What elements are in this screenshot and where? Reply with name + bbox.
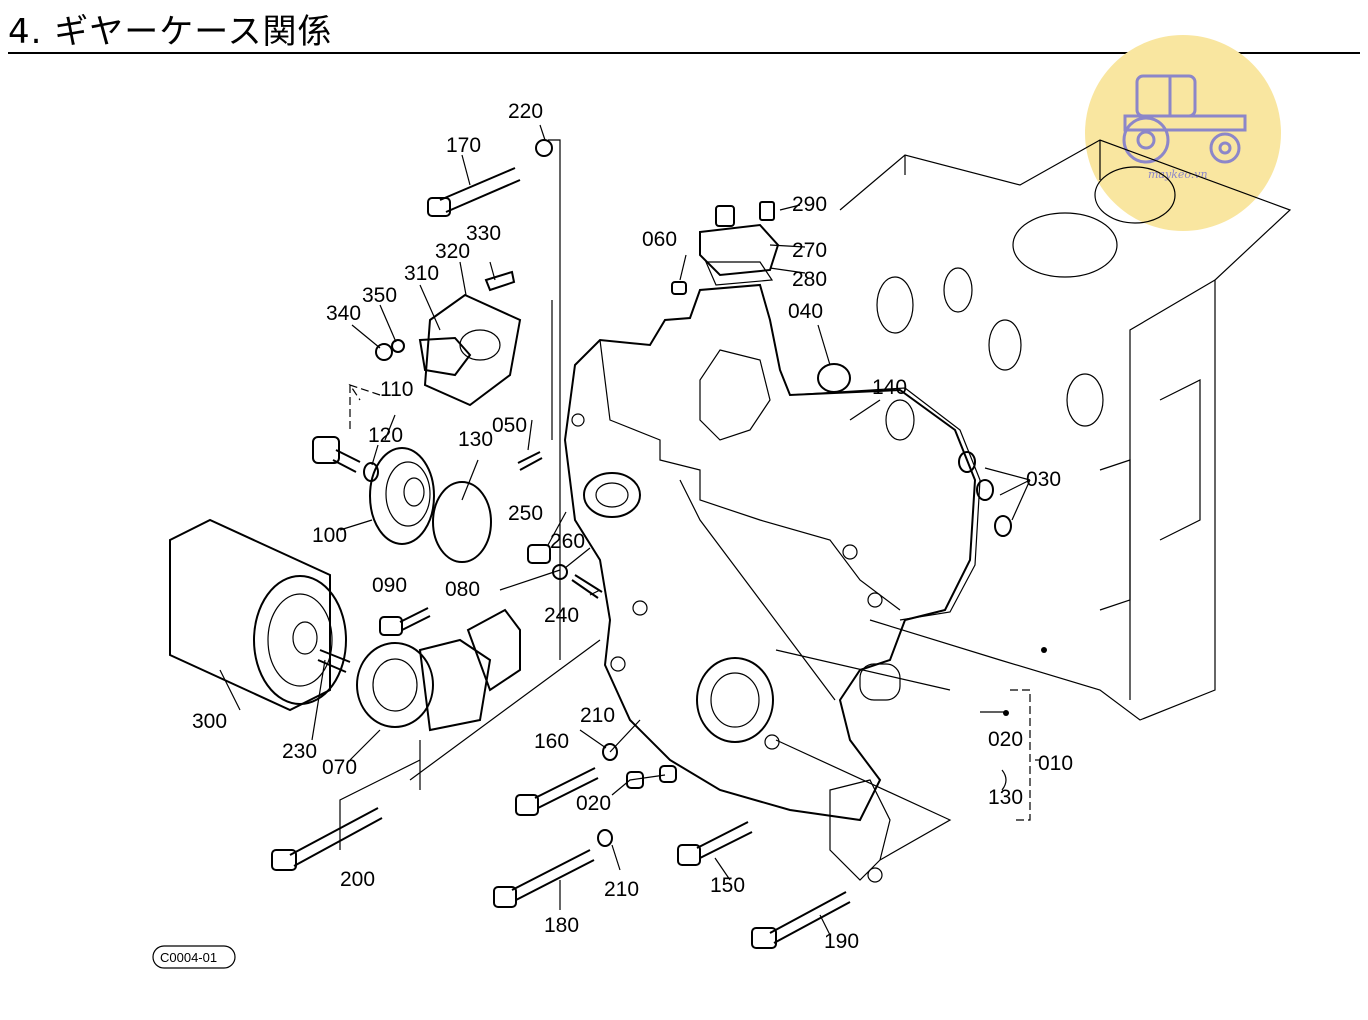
nut-340 [375, 339, 405, 361]
label-230: 230 [282, 740, 317, 763]
pin-050 [517, 451, 543, 471]
orings-030 [958, 451, 1012, 537]
footer-code: C0004-01 [152, 945, 236, 969]
oring-040 [817, 363, 851, 393]
filter-head-070 [356, 608, 521, 732]
label-010: 010 [1038, 752, 1073, 775]
plugs-020 [626, 765, 677, 789]
label-350: 350 [362, 284, 397, 307]
bolt-150 [677, 821, 753, 866]
pin-060 [671, 281, 687, 295]
label-210a: 210 [580, 704, 615, 727]
label-180: 180 [544, 914, 579, 937]
bolt-170 [427, 139, 553, 217]
label-210b: 210 [604, 878, 639, 901]
bolt-200 [271, 807, 383, 871]
label-100: 100 [312, 524, 347, 547]
bolt-190 [751, 891, 851, 949]
bracket-270 [699, 201, 780, 286]
label-080: 080 [445, 578, 480, 601]
label-130: 130 [458, 428, 493, 451]
cover-100 [369, 447, 435, 545]
label-120: 120 [368, 424, 403, 447]
label-320: 320 [435, 240, 470, 263]
washer-210b [597, 829, 613, 847]
bolt-160 [515, 767, 599, 816]
label-020a: 020 [576, 792, 611, 815]
engine-block [839, 139, 1292, 721]
label-040: 040 [788, 300, 823, 323]
gasket-140 [789, 387, 981, 621]
label-070: 070 [322, 756, 357, 779]
oil-filter-300 [169, 518, 351, 712]
label-250: 250 [508, 502, 543, 525]
label-130b: 130 [988, 786, 1023, 809]
label-260: 260 [550, 530, 585, 553]
bolt-090 [379, 607, 431, 636]
label-060: 060 [642, 228, 677, 251]
footer-code-text: C0004-01 [160, 950, 217, 965]
label-090: 090 [372, 574, 407, 597]
logo: maykeo.vn [1085, 35, 1281, 231]
gear-case [563, 283, 977, 883]
label-190: 190 [824, 930, 859, 953]
label-110: 110 [380, 378, 413, 401]
logo-text: maykeo.vn [1148, 168, 1208, 181]
bolt-180 [493, 849, 595, 908]
cover-310 [418, 270, 522, 407]
label-330: 330 [466, 222, 501, 245]
bolt-110 [312, 436, 379, 482]
label-200: 200 [340, 868, 375, 891]
label-270: 270 [792, 239, 827, 262]
label-280: 280 [792, 268, 827, 291]
washer-210a [602, 743, 618, 761]
page-title: 4. ギヤーケース関係 [8, 12, 333, 52]
label-160: 160 [534, 730, 569, 753]
label-340: 340 [326, 302, 361, 325]
leader-lines [219, 124, 1047, 936]
label-150: 150 [710, 874, 745, 897]
label-020b: 020 [988, 728, 1023, 751]
label-140: 140 [872, 376, 907, 399]
label-170: 170 [446, 134, 481, 157]
label-300: 300 [192, 710, 227, 733]
label-290: 290 [792, 193, 827, 216]
oring-130 [432, 481, 492, 563]
title-rule [8, 52, 1360, 54]
label-310: 310 [404, 262, 439, 285]
label-240: 240 [544, 604, 579, 627]
part-labels: 220 170 330 320 310 350 340 110 120 130 … [192, 100, 1073, 953]
tractor-icon [1122, 74, 1247, 164]
label-220: 220 [508, 100, 543, 123]
label-050: 050 [492, 414, 527, 437]
label-030: 030 [1026, 468, 1061, 491]
